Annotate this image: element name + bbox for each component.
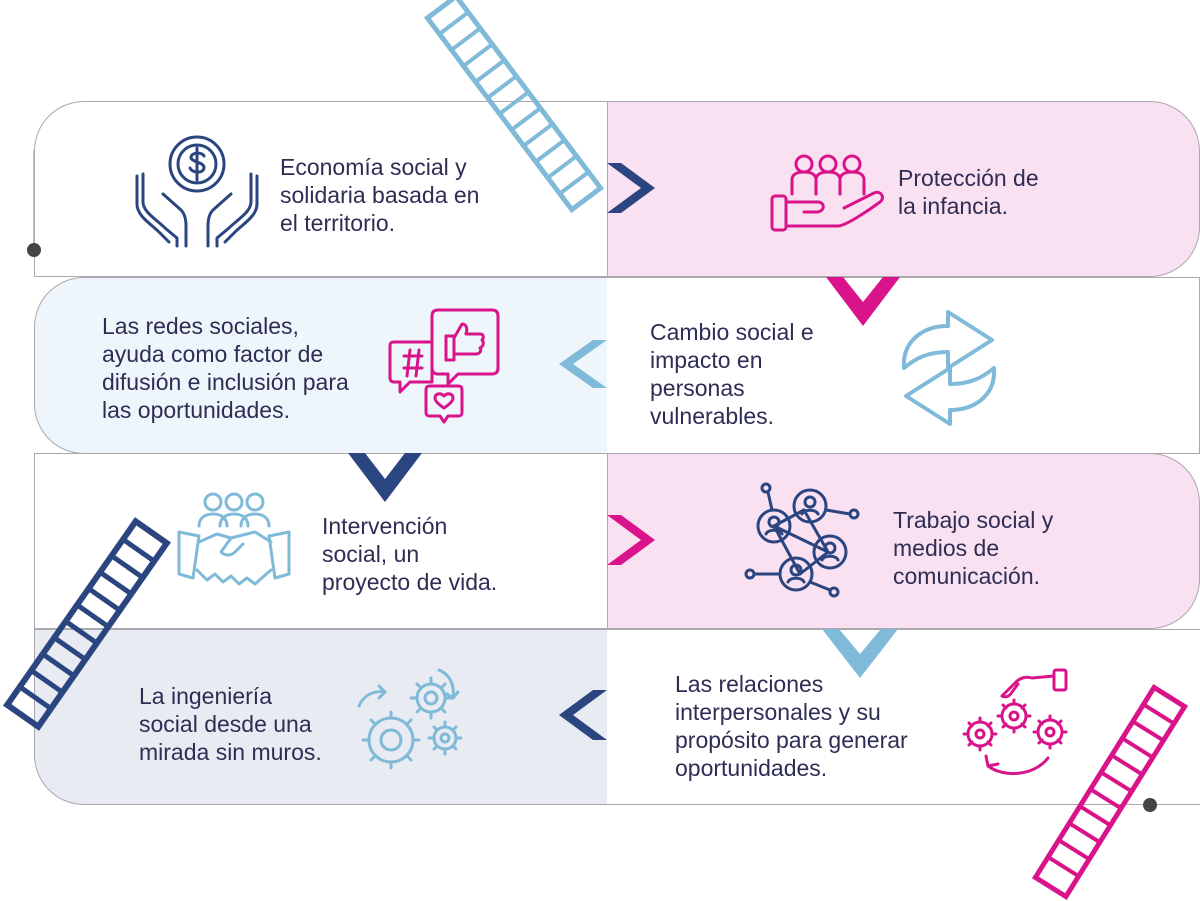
arrows-cycle-icon	[898, 310, 1000, 431]
connector-1-2	[607, 163, 655, 213]
end-dot	[1143, 798, 1157, 812]
hand-children-icon	[770, 152, 888, 239]
step-7-text: Las relaciones interpersonales y su prop…	[675, 671, 908, 781]
connector-6-7	[822, 629, 898, 678]
step-8-text: La ingeniería social desde una mirada si…	[139, 683, 322, 765]
panel-step-6	[607, 453, 1200, 629]
connector-4-5	[348, 453, 422, 502]
step-3-text: Cambio social e impacto en personas vuln…	[650, 319, 814, 429]
handshake-team-icon	[177, 490, 291, 607]
social-media-icon	[388, 306, 500, 427]
start-dot	[27, 243, 41, 257]
connector-2-3	[826, 277, 900, 326]
step-5-text: Intervención social, un proyecto de vida…	[322, 513, 498, 595]
connector-7-8	[559, 690, 607, 740]
step-1-text: Economía social y solidaria basada en el…	[280, 154, 480, 236]
step-2-text: Protección de la infancia.	[898, 165, 1039, 219]
connector-5-6	[607, 515, 655, 565]
hand-gears-icon	[958, 668, 1072, 787]
ladder-right	[1031, 684, 1189, 900]
ladder-left	[3, 517, 171, 731]
panel-step-4	[34, 277, 608, 454]
ladder-top	[423, 0, 605, 214]
network-people-icon	[744, 482, 860, 603]
gears-icon	[355, 668, 467, 783]
connector-3-4	[559, 340, 607, 388]
panel-step-8	[34, 629, 608, 805]
step-4-text: Las redes sociales, ayuda como factor de…	[102, 313, 349, 423]
hands-dollar-icon	[135, 134, 259, 253]
step-6-text: Trabajo social y medios de comunicación.	[893, 507, 1054, 589]
panel-step-2	[607, 101, 1200, 277]
